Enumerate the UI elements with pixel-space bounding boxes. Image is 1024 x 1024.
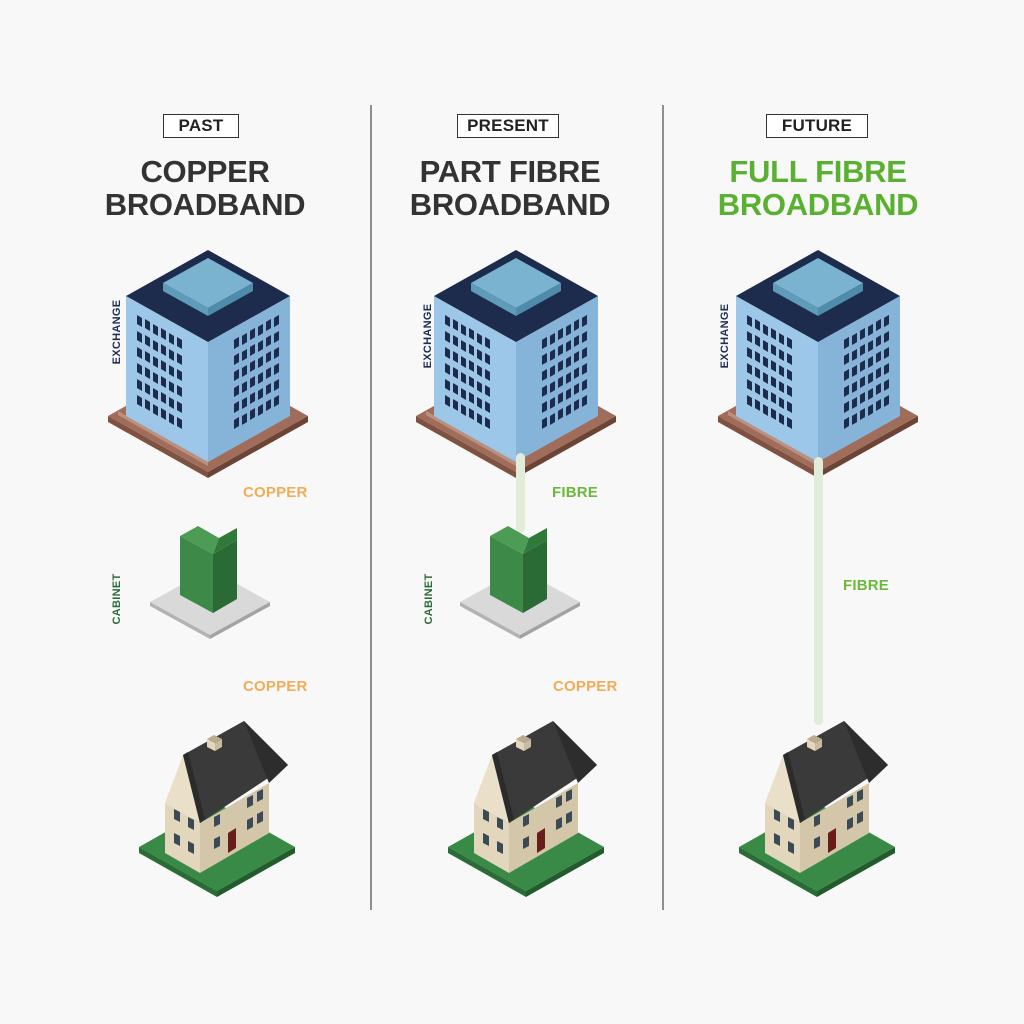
column-future: FUTURE FULL FIBRE BROADBAND EXCHANGE FIB… <box>668 0 968 1024</box>
column-divider-right <box>662 105 664 910</box>
headline-line-1: FULL FIBRE <box>729 154 907 189</box>
headline-line-2: BROADBAND <box>104 187 306 222</box>
link-label: FIBRE <box>843 577 889 594</box>
link-label-lower: COPPER <box>553 678 618 695</box>
era-label-past: PAST <box>163 114 239 138</box>
link-label-upper: FIBRE <box>552 484 598 501</box>
link-label-lower: COPPER <box>243 678 308 695</box>
fibre-line <box>516 453 525 533</box>
headline-line-2: BROADBAND <box>717 187 919 222</box>
house-icon <box>739 721 895 897</box>
era-label-future: FUTURE <box>766 114 868 138</box>
headline-line-2: BROADBAND <box>409 187 611 222</box>
era-label-present: PRESENT <box>457 114 559 138</box>
house-icon <box>139 721 295 897</box>
house-icon <box>448 721 604 897</box>
fibre-line <box>814 457 823 725</box>
column-divider-left <box>370 105 372 910</box>
headline-past: COPPER BROADBAND <box>55 155 355 221</box>
link-label-upper: COPPER <box>243 484 308 501</box>
headline-future: FULL FIBRE BROADBAND <box>668 155 968 221</box>
column-present: PRESENT PART FIBRE BROADBAND EXCHANGE FI… <box>363 0 663 1024</box>
headline-line-1: COPPER <box>140 154 270 189</box>
headline-present: PART FIBRE BROADBAND <box>360 155 660 221</box>
headline-line-1: PART FIBRE <box>419 154 601 189</box>
column-past: PAST COPPER BROADBAND EXCHANGE COPPER CA… <box>55 0 355 1024</box>
